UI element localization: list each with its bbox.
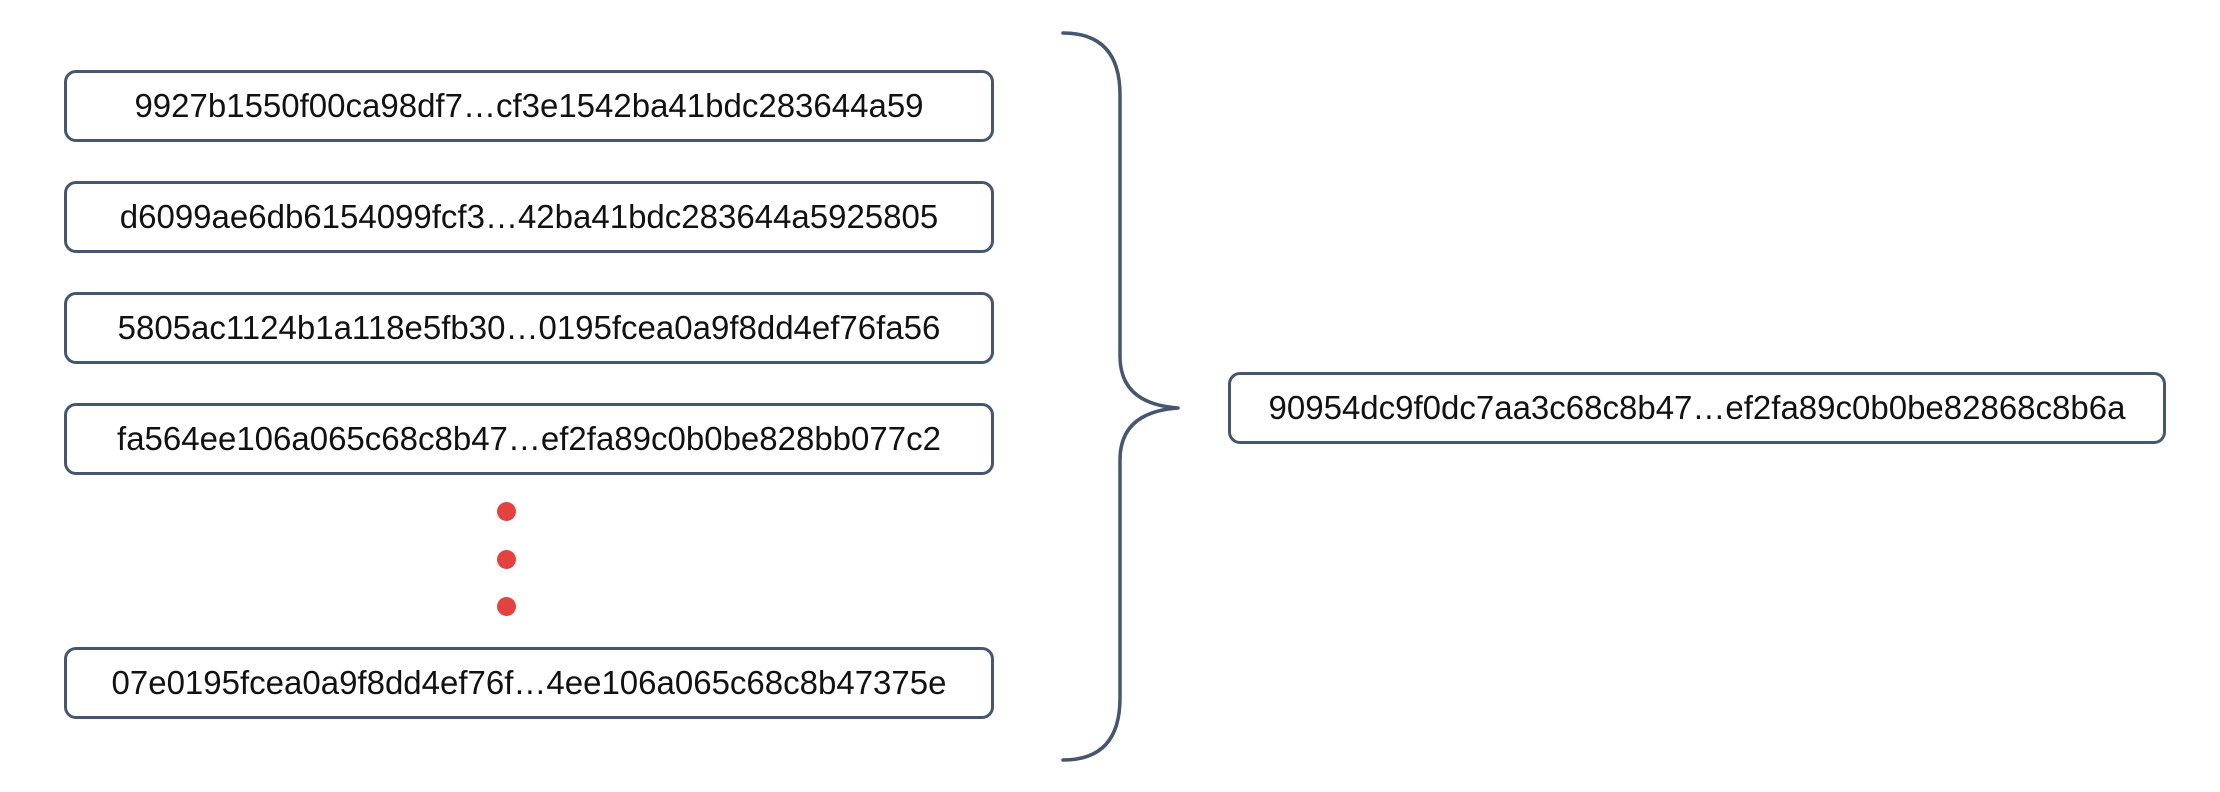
input-hash-box: d6099ae6db6154099fcf3…42ba41bdc283644a59… [64, 181, 994, 253]
input-hash-label: fa564ee106a065c68c8b47…ef2fa89c0b0be828b… [117, 420, 941, 457]
input-hash-box: 5805ac1124b1a118e5fb30…0195fcea0a9f8dd4e… [64, 292, 994, 364]
ellipsis-dot-icon [497, 502, 516, 521]
input-hash-box: 9927b1550f00ca98df7…cf3e1542ba41bdc28364… [64, 70, 994, 142]
ellipsis-dot-icon [497, 550, 516, 569]
output-hash-label: 90954dc9f0dc7aa3c68c8b47…ef2fa89c0b0be82… [1268, 389, 2126, 426]
input-hash-label: 9927b1550f00ca98df7…cf3e1542ba41bdc28364… [134, 87, 924, 124]
input-hash-box: 07e0195fcea0a9f8dd4ef76f…4ee106a065c68c8… [64, 647, 994, 719]
input-hash-label: d6099ae6db6154099fcf3…42ba41bdc283644a59… [119, 198, 939, 235]
input-hash-label: 07e0195fcea0a9f8dd4ef76f…4ee106a065c68c8… [111, 664, 947, 701]
output-hash-box: 90954dc9f0dc7aa3c68c8b47…ef2fa89c0b0be82… [1228, 372, 2166, 444]
input-hash-label: 5805ac1124b1a118e5fb30…0195fcea0a9f8dd4e… [117, 309, 941, 346]
input-hash-box: fa564ee106a065c68c8b47…ef2fa89c0b0be828b… [64, 403, 994, 475]
ellipsis-dot-icon [497, 597, 516, 616]
